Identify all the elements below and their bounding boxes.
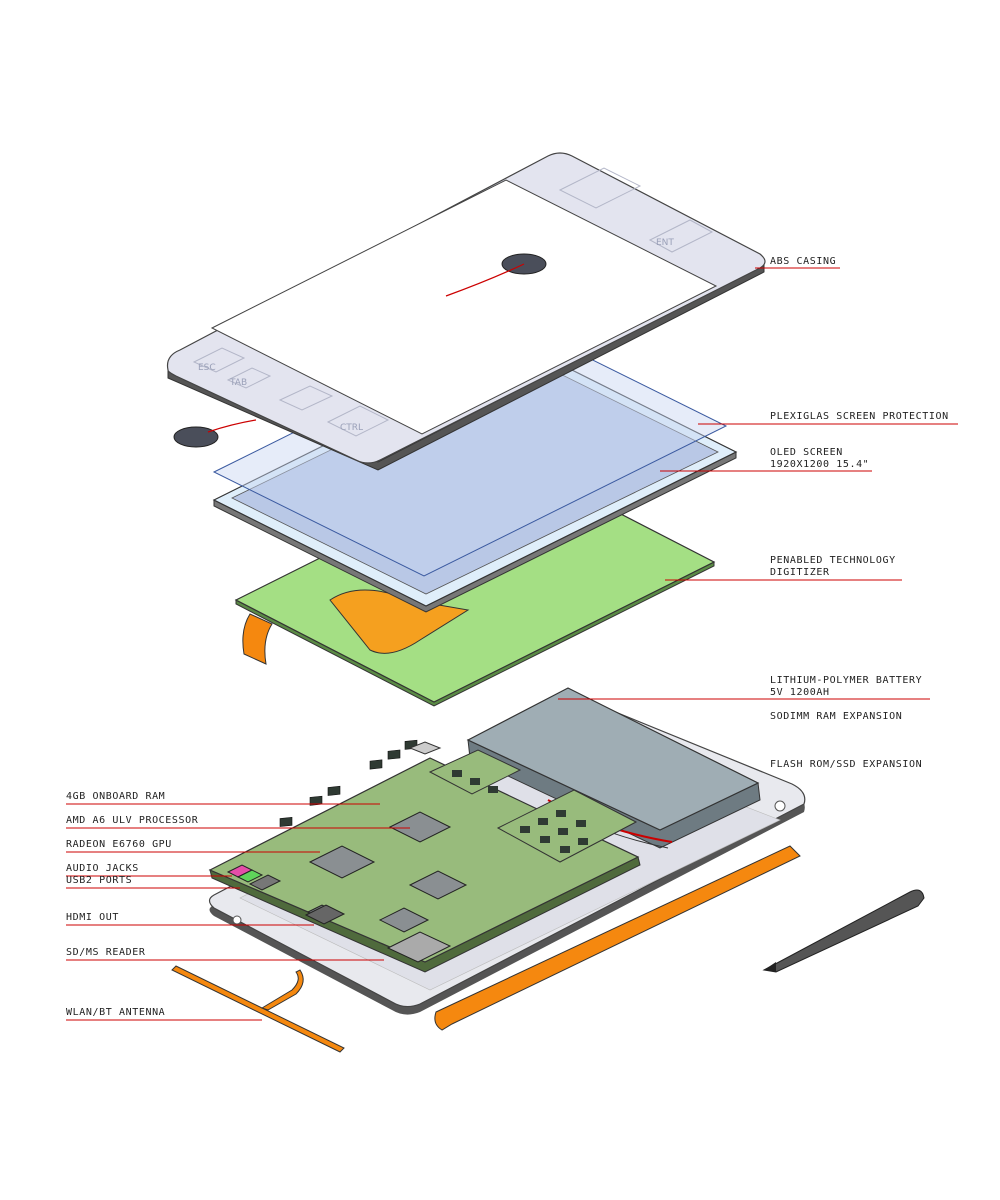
callout-battery-line: 5V 1200AH xyxy=(770,687,830,698)
callout-abs-casing: ABS CASING xyxy=(770,256,836,267)
speaker-left xyxy=(173,419,257,448)
callout-abs-casing-line: ABS CASING xyxy=(770,256,836,267)
wlan-antenna xyxy=(171,965,345,1053)
callout-flash-line: FLASH ROM/SSD EXPANSION xyxy=(770,759,922,770)
callout-gpu: RADEON E6760 GPU xyxy=(66,839,172,850)
stylus xyxy=(762,889,925,973)
motherboard xyxy=(208,739,641,973)
callout-sodimm-line: SODIMM RAM EXPANSION xyxy=(770,711,902,722)
callout-ram: 4GB ONBOARD RAM xyxy=(66,791,165,802)
right-flex-strip xyxy=(434,845,801,1031)
callout-plexiglas-line: PLEXIGLAS SCREEN PROTECTION xyxy=(770,411,949,422)
right-callouts: ABS CASING PLEXIGLAS SCREEN PROTECTION OLE… xyxy=(558,256,958,770)
esc-key-label: ESC xyxy=(198,363,216,373)
callout-battery-line: LITHIUM-POLYMER BATTERY xyxy=(770,675,922,686)
callout-digitizer-line: PENABLED TECHNOLOGY xyxy=(770,555,896,566)
left-callouts: 4GB ONBOARD RAM AMD A6 ULV PROCESSOR RADEO… xyxy=(66,791,410,1021)
callout-wlan: WLAN/BT ANTENNA xyxy=(66,1007,165,1018)
callout-usb: USB2 PORTS xyxy=(66,875,132,886)
callout-oled-line: OLED SCREEN xyxy=(770,447,843,458)
ent-key-label: ENT xyxy=(656,238,674,248)
callout-audio: AUDIO JACKS xyxy=(66,863,139,874)
ctrl-key-label: CTRL xyxy=(340,423,363,433)
callout-sodimm: SODIMM RAM EXPANSION xyxy=(770,711,902,722)
abs-casing: ESC TAB CTRL ENT xyxy=(166,152,766,471)
callout-oled-line: 1920X1200 15.4" xyxy=(770,459,869,470)
callout-flash: FLASH ROM/SSD EXPANSION xyxy=(770,759,922,770)
oled-screen xyxy=(212,345,738,613)
callout-digitizer-line: DIGITIZER xyxy=(770,567,830,578)
callout-plexiglas: PLEXIGLAS SCREEN PROTECTION xyxy=(770,411,949,422)
callout-sd: SD/MS READER xyxy=(66,947,146,958)
tab-key-label: TAB xyxy=(229,378,247,388)
callout-cpu: AMD A6 ULV PROCESSOR xyxy=(66,815,199,826)
callout-hdmi: HDMI OUT xyxy=(66,912,119,923)
